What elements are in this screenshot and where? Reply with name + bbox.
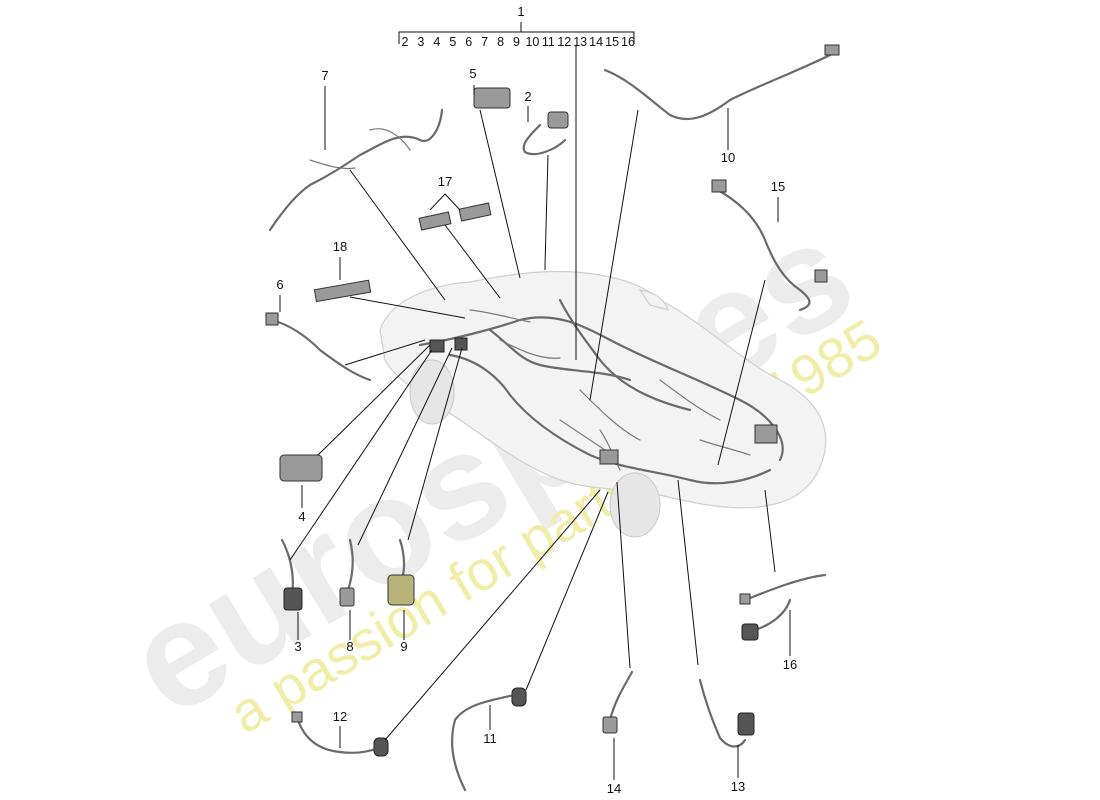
- part-7: 7: [268, 68, 446, 301]
- callout-1-subnumber: 15: [605, 35, 619, 49]
- part-15-connector: [814, 269, 828, 283]
- part-13: 13: [677, 479, 755, 794]
- callout-1-subnumber: 11: [542, 35, 555, 49]
- callout-1-subnumber: 14: [589, 35, 603, 49]
- part-6-connector: [265, 312, 279, 326]
- harness-connector-block: [754, 424, 778, 444]
- callout-3: 3: [294, 639, 301, 654]
- front-wheel-left: [409, 359, 455, 425]
- callout-1-subnumber: 6: [465, 35, 472, 49]
- callout-1-subnumber: 9: [513, 35, 520, 49]
- callout-18: 18: [333, 239, 347, 254]
- callout-6: 6: [276, 277, 283, 292]
- callout-2: 2: [524, 89, 531, 104]
- part-14-connector: [602, 716, 618, 734]
- part-2-connector: [547, 111, 569, 129]
- callout-11: 11: [483, 731, 497, 746]
- part-17-bracket: [458, 202, 492, 222]
- part-12-connector: [291, 711, 303, 723]
- part-11-grommet: [511, 687, 527, 707]
- callout-1-subnumber: 8: [497, 35, 504, 49]
- part-3: 3: [280, 349, 433, 654]
- part-8-connector: [339, 587, 355, 607]
- part-17: 17: [418, 174, 501, 299]
- part-10: 10: [589, 44, 840, 401]
- callout-1-subnumber: 5: [449, 35, 456, 49]
- callout-15: 15: [771, 179, 785, 194]
- callout-16: 16: [783, 657, 797, 672]
- callout-1-subnumber: 12: [557, 35, 571, 49]
- part-3-connector: [283, 587, 303, 611]
- callout-1-subnumber: 10: [525, 35, 539, 49]
- part-8: 8: [339, 347, 453, 654]
- callout-1-subnumber: 7: [481, 35, 488, 49]
- part-15-connector: [711, 179, 727, 193]
- callout-7: 7: [321, 68, 328, 83]
- part-18: 18: [313, 239, 466, 319]
- part-16-grommet: [741, 623, 759, 641]
- part-9: 9: [387, 347, 463, 654]
- rear-wheel-left: [609, 472, 661, 538]
- callout-13: 13: [731, 779, 745, 794]
- part-11: 11: [451, 491, 609, 792]
- part-18-bracket: [313, 279, 372, 303]
- harness-connector-block: [429, 339, 445, 353]
- part-15: 15: [711, 179, 828, 466]
- callout-1-subnumber: 4: [433, 35, 440, 49]
- callout-1-subnumber: 16: [621, 35, 635, 49]
- callout-4: 4: [298, 509, 305, 524]
- part-6: 6: [265, 277, 426, 382]
- callout-1-subnumber: 2: [402, 35, 409, 49]
- callout-8: 8: [346, 639, 353, 654]
- part-13-connector: [737, 712, 755, 736]
- part-12: 12: [291, 489, 601, 757]
- part-16-connector: [739, 593, 751, 605]
- callout-1-subnumber: 3: [417, 35, 424, 49]
- part-5: 5: [469, 66, 521, 279]
- part-5-module: [473, 87, 511, 109]
- callout-9: 9: [400, 639, 407, 654]
- callout-5: 5: [469, 66, 476, 81]
- part-4-module: [279, 454, 323, 482]
- callout-17: 17: [438, 174, 452, 189]
- harness-connector-block: [454, 337, 468, 351]
- part-12-grommet: [373, 737, 389, 757]
- part-16: 16: [739, 489, 827, 672]
- callout-1-subnumber: 13: [573, 35, 587, 49]
- harness-connector-block: [599, 449, 619, 465]
- callout-10: 10: [721, 150, 735, 165]
- part-2: 2: [522, 89, 569, 270]
- callout-14: 14: [607, 781, 621, 796]
- callout-12: 12: [333, 709, 347, 724]
- part-4: 4: [279, 344, 431, 524]
- main-harness: [418, 298, 784, 485]
- part-14: 14: [602, 481, 634, 796]
- part-9-connector: [387, 574, 415, 606]
- part-10-connector: [824, 44, 840, 56]
- part-17-bracket: [418, 211, 452, 231]
- callout-1: 1: [517, 4, 524, 19]
